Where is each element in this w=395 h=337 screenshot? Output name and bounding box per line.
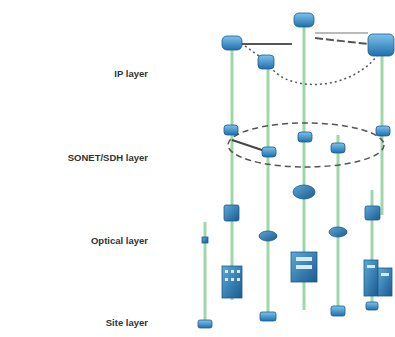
window <box>296 257 312 261</box>
amp-icon <box>202 237 208 243</box>
sonet-ring <box>228 123 384 167</box>
adm-icon <box>331 143 345 153</box>
oxc-icon <box>293 185 315 199</box>
site-line <box>267 62 270 316</box>
building-icon <box>291 252 317 282</box>
site-device <box>366 302 378 310</box>
ip-link <box>240 43 292 45</box>
window <box>237 270 240 273</box>
oadm-icon <box>365 206 380 220</box>
building-icon <box>378 268 392 296</box>
site-device <box>260 312 276 321</box>
oxc-icon <box>259 231 277 241</box>
router-icon <box>294 13 314 27</box>
window <box>367 265 375 268</box>
adm-icon <box>262 147 276 157</box>
site-line <box>231 44 234 300</box>
ip-link <box>315 33 368 34</box>
adm-icon <box>224 125 238 135</box>
ip-ring <box>268 52 380 84</box>
layer-label: SONET/SDH layer <box>68 152 148 163</box>
adm-icon <box>298 132 312 142</box>
window <box>231 270 234 273</box>
router-icon <box>258 55 274 69</box>
site-device <box>331 306 345 316</box>
window <box>237 278 240 281</box>
layer-label: Site layer <box>106 317 148 328</box>
window <box>231 278 234 281</box>
window <box>381 273 389 276</box>
router-icon <box>222 36 242 50</box>
window <box>296 265 312 269</box>
core-router-icon <box>368 34 394 56</box>
oxc-icon <box>329 227 347 237</box>
building-icon <box>364 260 378 296</box>
site-device <box>198 320 212 328</box>
ip-link <box>315 38 368 44</box>
site-line <box>337 135 340 312</box>
layer-label: Optical layer <box>91 235 148 246</box>
window <box>225 270 228 273</box>
building-icon <box>222 266 242 298</box>
adm-icon <box>376 126 390 136</box>
window <box>225 278 228 281</box>
layer-label: IP layer <box>114 68 148 79</box>
oadm-icon <box>224 205 239 221</box>
